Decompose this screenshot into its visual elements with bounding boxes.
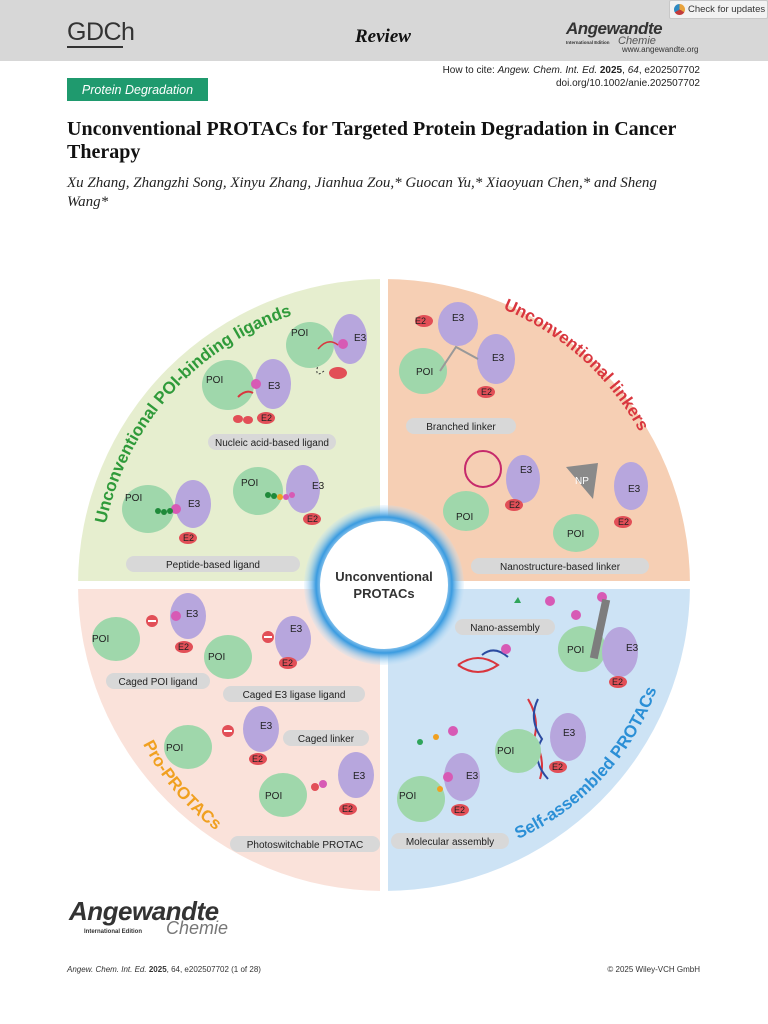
svg-text:E2: E2 bbox=[612, 677, 623, 687]
cite-year: 2025 bbox=[599, 65, 623, 76]
journal-logo-edition: International Edition bbox=[566, 40, 610, 45]
svg-text:E2: E2 bbox=[454, 805, 465, 815]
svg-text:POI: POI bbox=[208, 652, 225, 663]
cite-article: e202507702 bbox=[644, 65, 700, 76]
svg-text:POI: POI bbox=[567, 645, 584, 656]
header-bar bbox=[0, 0, 768, 61]
svg-text:E2: E2 bbox=[481, 387, 492, 397]
svg-text:E3: E3 bbox=[186, 609, 199, 620]
self-assembly-diagram: Nano-assembly POI E3 E2 POI E3 E2 POI E3… bbox=[391, 592, 639, 849]
svg-text:E3: E3 bbox=[260, 721, 273, 732]
svg-text:E2: E2 bbox=[282, 658, 293, 668]
citation-block: How to cite: Angew. Chem. Int. Ed. 2025,… bbox=[442, 65, 700, 89]
check-for-updates-label: Check for updates bbox=[688, 4, 766, 15]
nucleic-acid-diagram: POI E3 POI E3 E2 Nucleic acid-based liga… bbox=[202, 314, 367, 450]
svg-text:POI: POI bbox=[567, 529, 584, 540]
svg-text:E3: E3 bbox=[492, 353, 505, 364]
center-label-line-2: PROTACs bbox=[353, 586, 414, 601]
svg-text:E3: E3 bbox=[268, 381, 281, 392]
footer-rest: , 64, e202507702 (1 of 28) bbox=[166, 965, 261, 974]
svg-text:POI: POI bbox=[399, 791, 416, 802]
svg-text:E2: E2 bbox=[552, 762, 563, 772]
svg-text:E2: E2 bbox=[261, 413, 272, 423]
svg-text:POI: POI bbox=[241, 478, 258, 489]
svg-text:E3: E3 bbox=[466, 771, 479, 782]
svg-text:E2: E2 bbox=[618, 517, 629, 527]
svg-text:E3: E3 bbox=[312, 481, 325, 492]
svg-text:E2: E2 bbox=[307, 514, 318, 524]
svg-text:NP: NP bbox=[575, 476, 589, 487]
journal-logo: Angewandte bbox=[566, 19, 663, 38]
svg-text:E3: E3 bbox=[452, 313, 465, 324]
svg-text:POI: POI bbox=[456, 512, 473, 523]
svg-text:POI: POI bbox=[497, 746, 514, 757]
footer-citation: Angew. Chem. Int. Ed. 2025, 64, e2025077… bbox=[67, 965, 261, 974]
svg-text:POI: POI bbox=[92, 634, 109, 645]
svg-text:Caged linker: Caged linker bbox=[298, 734, 355, 745]
svg-text:Branched linker: Branched linker bbox=[426, 422, 496, 433]
svg-text:Caged POI ligand: Caged POI ligand bbox=[119, 677, 198, 688]
svg-text:E2: E2 bbox=[183, 533, 194, 543]
svg-text:E3: E3 bbox=[563, 728, 576, 739]
section-label: Review bbox=[355, 26, 411, 47]
topic-tag: Protein Degradation bbox=[67, 78, 208, 101]
svg-text:Nano-assembly: Nano-assembly bbox=[470, 623, 539, 634]
svg-text:E3: E3 bbox=[628, 484, 641, 495]
svg-text:POI: POI bbox=[206, 375, 223, 386]
svg-text:E2: E2 bbox=[178, 642, 189, 652]
svg-text:E3: E3 bbox=[188, 499, 201, 510]
cite-journal: Angew. Chem. Int. Ed. bbox=[497, 65, 598, 76]
footer-journal-logo-edition: International Edition bbox=[84, 929, 142, 935]
center-label-line-1: Unconventional bbox=[335, 569, 433, 584]
check-for-updates-button[interactable]: Check for updates bbox=[669, 0, 768, 19]
author-list: Xu Zhang, Zhangzhi Song, Xinyu Zhang, Ji… bbox=[67, 175, 657, 210]
svg-text:E2: E2 bbox=[415, 316, 426, 326]
svg-text:Photoswitchable PROTAC: Photoswitchable PROTAC bbox=[247, 840, 364, 851]
svg-text:POI: POI bbox=[166, 743, 183, 754]
svg-text:POI: POI bbox=[291, 328, 308, 339]
svg-text:E2: E2 bbox=[509, 500, 520, 510]
svg-text:Nanostructure-based linker: Nanostructure-based linker bbox=[500, 562, 621, 573]
peptide-diagram: POI E3 E2 POI E3 E2 Peptide-based ligand bbox=[122, 465, 325, 572]
svg-text:POI: POI bbox=[265, 791, 282, 802]
svg-text:POI: POI bbox=[416, 367, 433, 378]
publisher-logo: GDCh bbox=[67, 18, 135, 46]
crossmark-icon bbox=[674, 4, 685, 15]
svg-text:E3: E3 bbox=[626, 643, 639, 654]
publisher-logo-underline bbox=[67, 46, 123, 48]
svg-text:E3: E3 bbox=[290, 624, 303, 635]
journal-url[interactable]: www.angewandte.org bbox=[622, 45, 699, 54]
footer-journal: Angew. Chem. Int. Ed. bbox=[67, 965, 147, 974]
svg-text:Peptide-based ligand: Peptide-based ligand bbox=[166, 560, 260, 571]
svg-text:E3: E3 bbox=[520, 465, 533, 476]
journal-logo-sub: Chemie bbox=[618, 35, 656, 47]
svg-text:Molecular assembly: Molecular assembly bbox=[406, 837, 494, 848]
cite-volume: 64 bbox=[627, 65, 639, 76]
nanostructure-diagram: POI E3 E2 NP POI E3 E2 Nanostructure-bas… bbox=[443, 450, 649, 574]
footer-journal-logo-sub: Chemie bbox=[166, 918, 229, 938]
cite-doi[interactable]: doi.org/10.1002/anie.202507702 bbox=[555, 78, 700, 89]
svg-text:E2: E2 bbox=[342, 804, 353, 814]
footer-copyright: © 2025 Wiley-VCH GmbH bbox=[607, 965, 700, 974]
footer-year: 2025 bbox=[148, 965, 167, 974]
svg-text:Nucleic acid-based ligand: Nucleic acid-based ligand bbox=[215, 438, 329, 449]
svg-text:E2: E2 bbox=[252, 754, 263, 764]
footer-journal-logo: Angewandte bbox=[69, 896, 219, 926]
center-circle bbox=[320, 521, 448, 649]
article-title: Unconventional PROTACs for Targeted Prot… bbox=[67, 118, 677, 163]
svg-text:E3: E3 bbox=[354, 333, 367, 344]
svg-text:Caged E3 ligase ligand: Caged E3 ligase ligand bbox=[243, 690, 346, 701]
cite-prefix: How to cite: bbox=[442, 65, 498, 76]
svg-text:POI: POI bbox=[125, 493, 142, 504]
toc-figure: Unconventional POI-binding ligands Uncon… bbox=[78, 279, 690, 891]
caged-diagram: POI E3 E2 Caged POI ligand POI E3 E2 Cag… bbox=[92, 593, 380, 852]
svg-text:E3: E3 bbox=[353, 771, 366, 782]
branched-linker-diagram: E3 E2 POI E3 E2 Branched linker bbox=[399, 302, 516, 434]
